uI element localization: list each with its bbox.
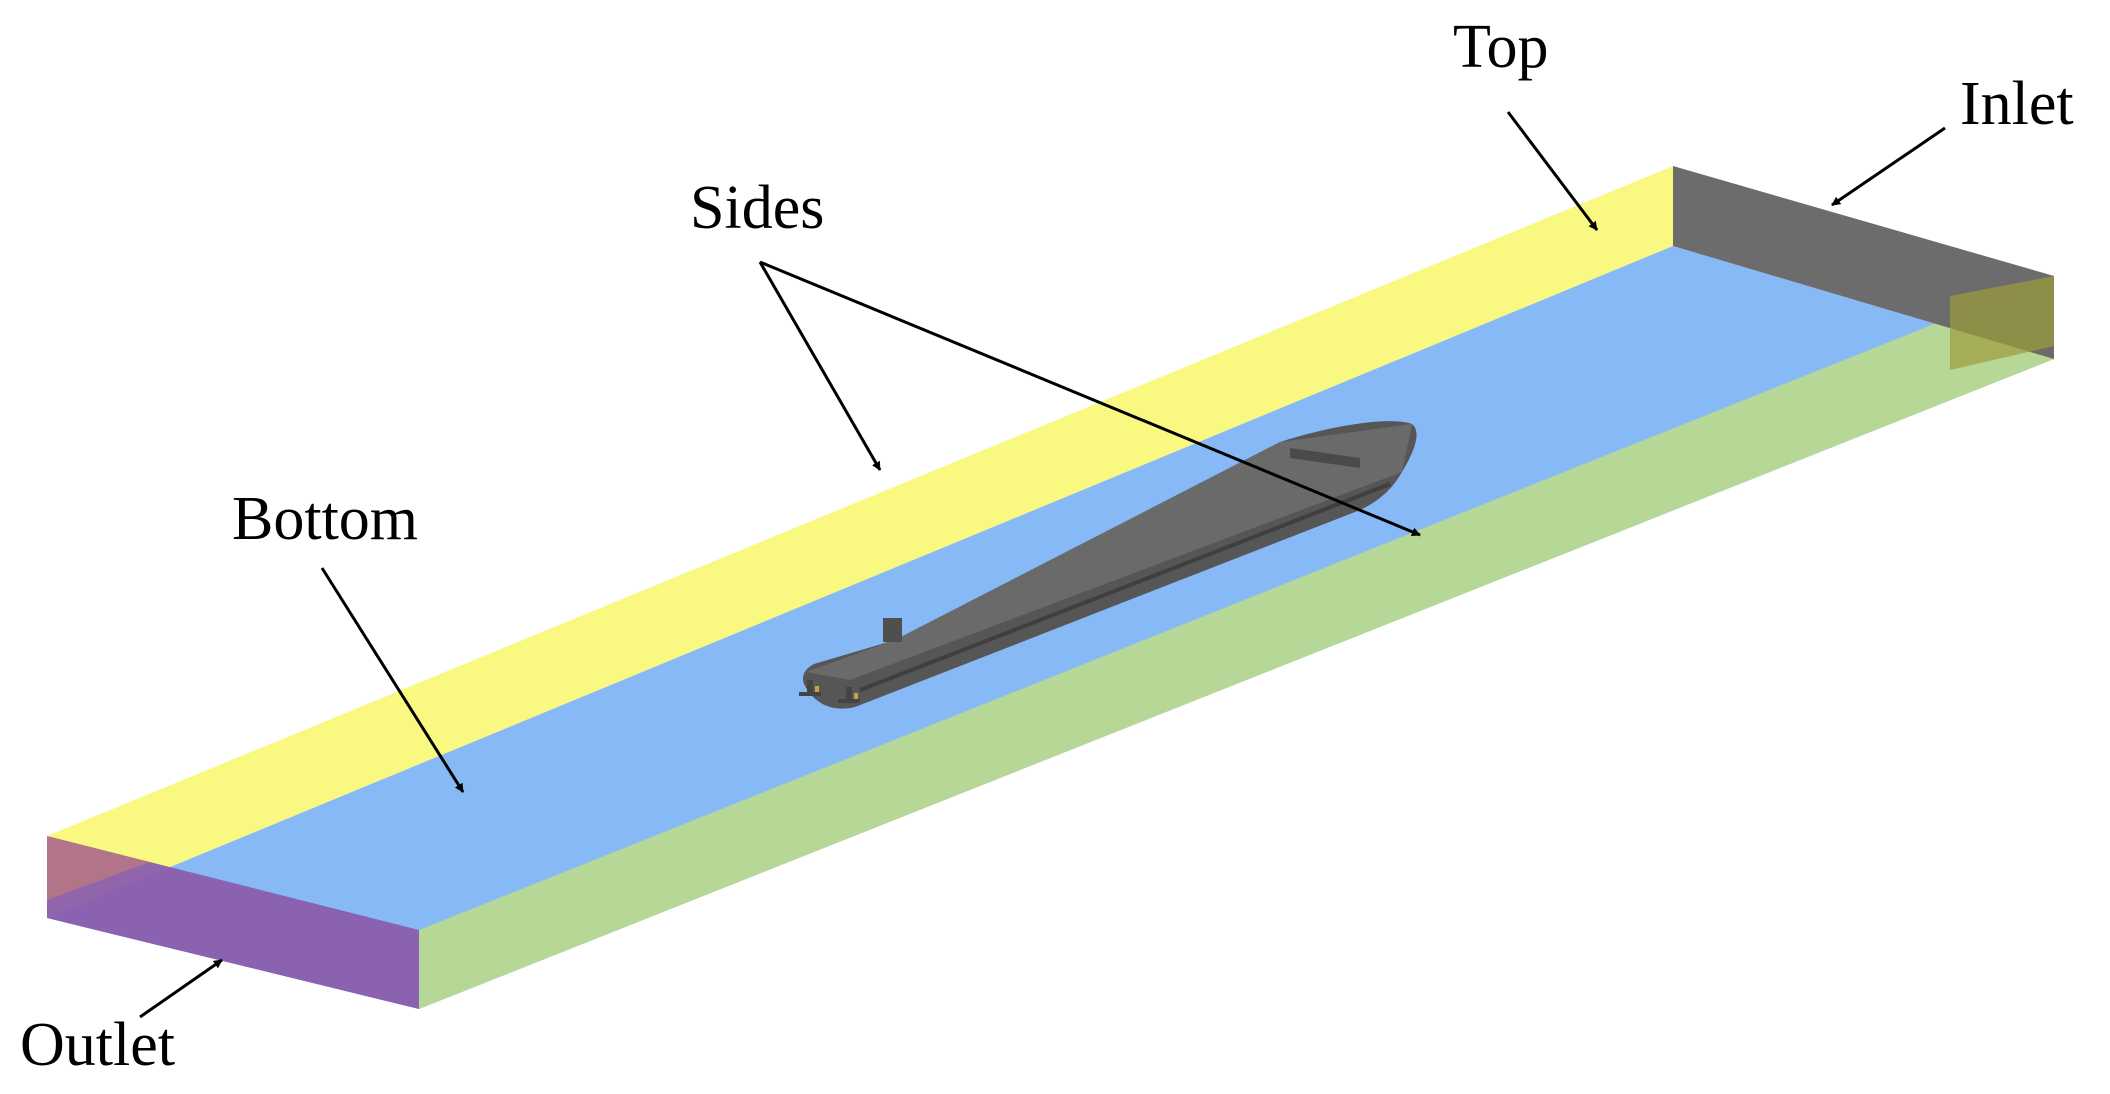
ship-bridge-block — [883, 618, 902, 642]
ship-deck-line — [859, 482, 1391, 692]
arrow-top — [1506, 111, 1599, 231]
inlet-overlap-tint — [1950, 276, 2054, 370]
arrow-sides-far — [758, 261, 882, 471]
propeller-port — [799, 680, 821, 696]
ship-superstructure — [1290, 448, 1360, 468]
label-sides: Sides — [690, 174, 824, 242]
arrow-sides-near — [759, 260, 1421, 537]
propeller-starboard — [838, 687, 860, 703]
label-top: Top — [1453, 13, 1549, 81]
label-inlet: Inlet — [1960, 70, 2074, 138]
near-side-face — [419, 276, 2054, 1009]
arrow-outlet — [139, 958, 223, 1019]
far-side-face — [47, 166, 1673, 918]
arrow-bottom — [320, 567, 465, 793]
arrow-inlet — [1831, 126, 1946, 207]
outlet-overlap-tint — [47, 836, 150, 900]
ship-deck — [806, 424, 1412, 680]
label-bottom: Bottom — [232, 485, 418, 553]
outlet-face — [47, 836, 419, 1009]
ship — [799, 421, 1417, 709]
label-outlet: Outlet — [20, 1011, 175, 1079]
